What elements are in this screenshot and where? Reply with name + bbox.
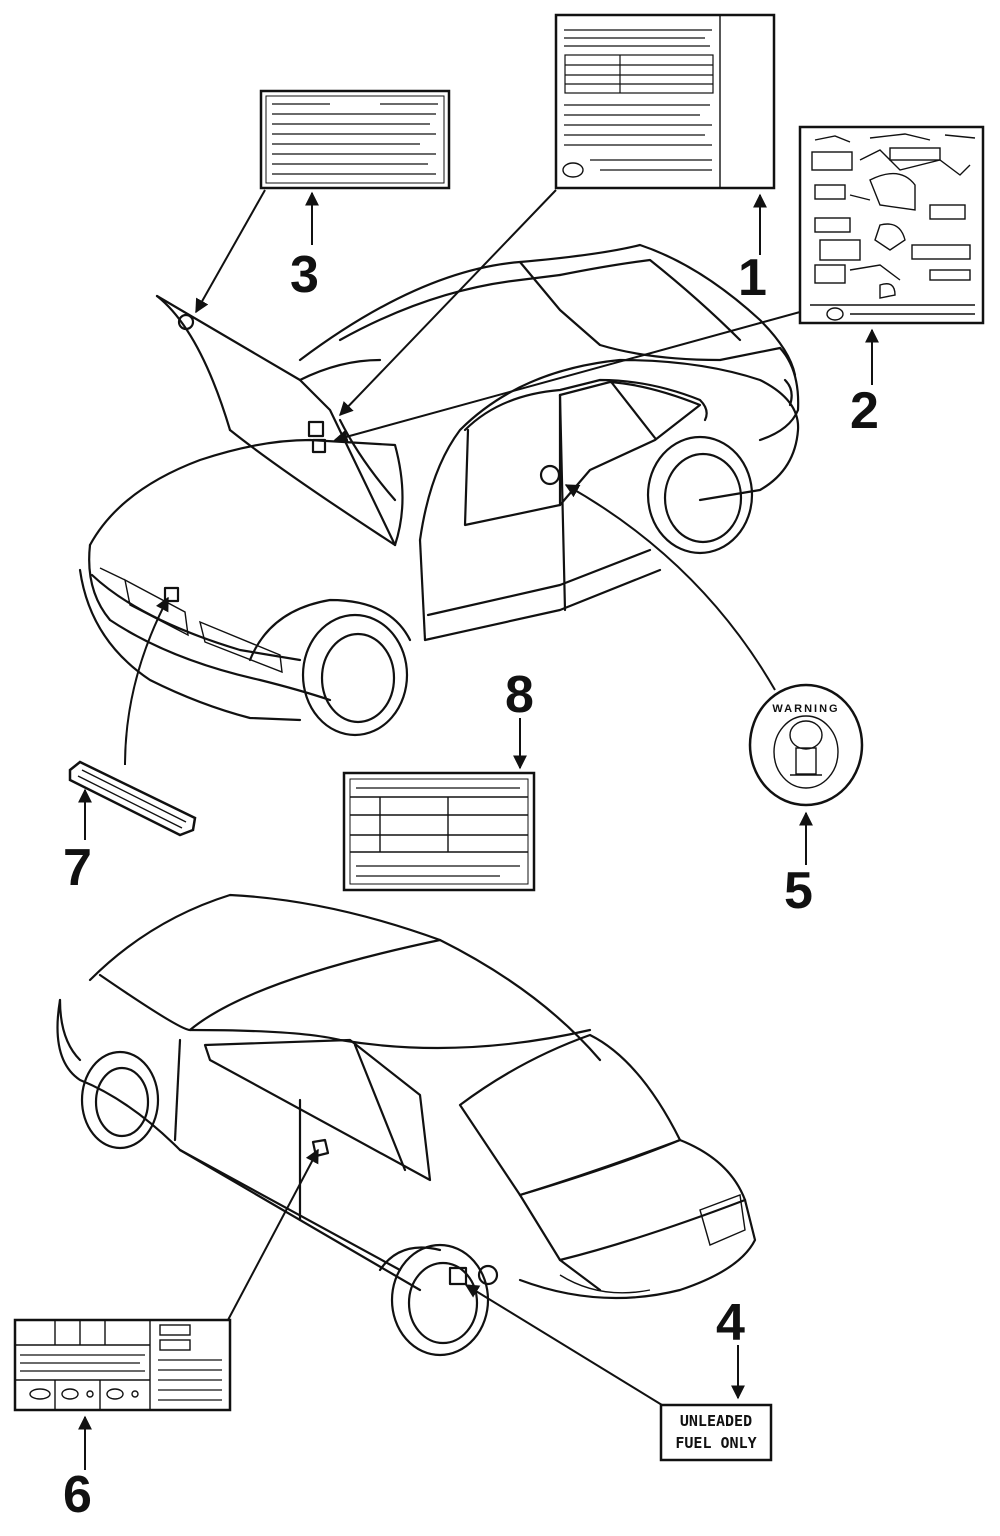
hood-label-spot (177, 313, 195, 331)
warning-disc-text: WARNING (772, 703, 839, 715)
callout-3: 3 (290, 246, 319, 304)
leader-6 (227, 1148, 319, 1321)
callout-5: 5 (784, 862, 813, 920)
leader-7 (124, 596, 169, 766)
label-6-tire-info-label (13, 1318, 232, 1412)
label-3-info-label (259, 89, 451, 190)
leader-1 (339, 189, 557, 417)
label-2-vacuum-hose-diagram (798, 125, 985, 325)
engine-label-spot-a (307, 420, 325, 438)
fuel-door-label-spot (448, 1266, 468, 1286)
callout-6: 6 (63, 1466, 92, 1524)
callout-8: 8 (505, 666, 534, 724)
label-4-unleaded-fuel-label: UNLEADED FUEL ONLY (659, 1403, 773, 1462)
engine-label-spot-b (311, 438, 327, 454)
label-7-sill-plate (68, 760, 197, 837)
leader-5 (564, 484, 776, 691)
callout-7: 7 (63, 839, 92, 897)
label-8-table-label (342, 771, 536, 892)
sill-label-spot (163, 586, 180, 603)
bottom-car (56, 893, 757, 1357)
leader-4 (464, 1284, 663, 1406)
label-5-warning-disc: WARNING (748, 683, 864, 807)
fuel-label-line1: UNLEADED (680, 1412, 752, 1430)
callout-1: 1 (738, 249, 767, 307)
leader-3 (195, 189, 266, 314)
top-car (78, 243, 800, 737)
fuel-cap (477, 1264, 499, 1286)
callout-2: 2 (850, 382, 879, 440)
door-label-spot (539, 464, 561, 486)
label-1-emission-label (554, 13, 776, 190)
callout-4: 4 (716, 1294, 745, 1352)
leader-2 (333, 311, 801, 444)
fuel-label-line2: FUEL ONLY (675, 1434, 756, 1452)
